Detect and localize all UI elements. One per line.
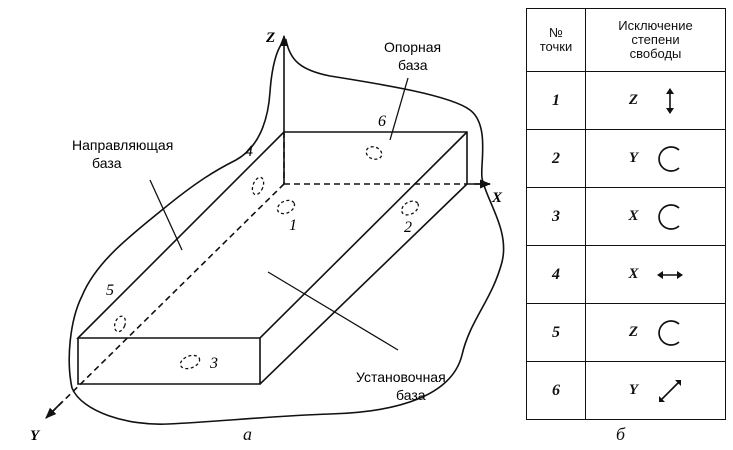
table-row: 5 Z: [526, 303, 726, 362]
z-axis-label: Z: [265, 30, 275, 46]
point-label-6: 6: [378, 113, 386, 130]
rotation-arc-icon: [657, 203, 680, 230]
header-no-line-2: точки: [539, 39, 573, 54]
header-excl-line-1: Исключение: [618, 18, 693, 33]
header-dof-exclusion: Исключение степени свободы: [585, 8, 726, 72]
row-axis: Y: [628, 150, 639, 166]
header-point-number: № точки: [526, 8, 586, 72]
header-excl-line-2: степени: [631, 32, 680, 47]
leader-support-base: [389, 77, 409, 141]
support-point-5: [113, 315, 127, 333]
row-dof: Z: [585, 303, 726, 362]
point-label-1: 1: [289, 217, 297, 234]
figure-caption-a: а: [243, 424, 252, 444]
row-dof: X: [585, 245, 726, 304]
workpiece-outline: [68, 38, 505, 425]
row-axis: X: [628, 208, 639, 224]
row-point-number: 3: [526, 187, 586, 246]
row-axis: Y: [628, 382, 639, 398]
row-point-number: 5: [526, 303, 586, 362]
dof-table-header: № точки Исключение степени свободы: [526, 8, 726, 72]
guide-base-label: Направляющая база: [72, 137, 177, 171]
row-point-number: 4: [526, 245, 586, 304]
row-dof: Z: [585, 71, 726, 130]
header-excl-line-3: свободы: [629, 46, 682, 61]
horizontal-double-arrow-icon: [656, 270, 683, 279]
support-point-4: [251, 176, 265, 196]
row-dof: X: [585, 187, 726, 246]
table-row: 4 X: [526, 245, 726, 304]
support-point-2: [400, 200, 420, 216]
diagonal-double-arrow-icon: [658, 379, 681, 402]
row-point-number: 2: [526, 129, 586, 188]
vertical-double-arrow-icon: [665, 87, 674, 114]
row-axis: X: [628, 266, 639, 282]
row-point-number: 1: [526, 71, 586, 130]
table-row: 6 Y: [526, 361, 726, 420]
workpiece-box: [76, 131, 468, 385]
y-axis-label: Y: [30, 428, 41, 444]
row-axis: Z: [628, 92, 639, 108]
point-label-2: 2: [404, 219, 412, 236]
point-label-5: 5: [106, 282, 114, 299]
support-point-3: [179, 354, 201, 370]
point-label-4: 4: [245, 143, 253, 160]
row-point-number: 6: [526, 361, 586, 420]
table-row: 3 X: [526, 187, 726, 246]
rotation-arc-icon: [657, 319, 680, 346]
row-axis: Z: [628, 324, 639, 340]
x-axis-label: X: [491, 190, 503, 206]
point-label-3: 3: [209, 355, 218, 372]
support-point-1: [276, 199, 296, 215]
row-dof: Y: [585, 361, 726, 420]
support-base-label: Опорная база: [384, 39, 445, 73]
table-row: 2 Y: [526, 129, 726, 188]
table-caption-b: б: [616, 424, 626, 444]
install-base-label: Установочная база: [356, 369, 450, 403]
table-row: 1 Z: [526, 71, 726, 130]
rotation-arc-icon: [657, 145, 680, 172]
y-axis: [45, 183, 285, 419]
dof-table: № точки Исключение степени свободы 1 Z 2: [526, 8, 726, 420]
row-dof: Y: [585, 129, 726, 188]
leader-guide-base: [149, 179, 183, 251]
y-axis-tip: [45, 401, 63, 419]
header-no-line-1: №: [549, 25, 563, 40]
support-point-6: [365, 146, 383, 160]
leader-install-base: [267, 271, 399, 351]
